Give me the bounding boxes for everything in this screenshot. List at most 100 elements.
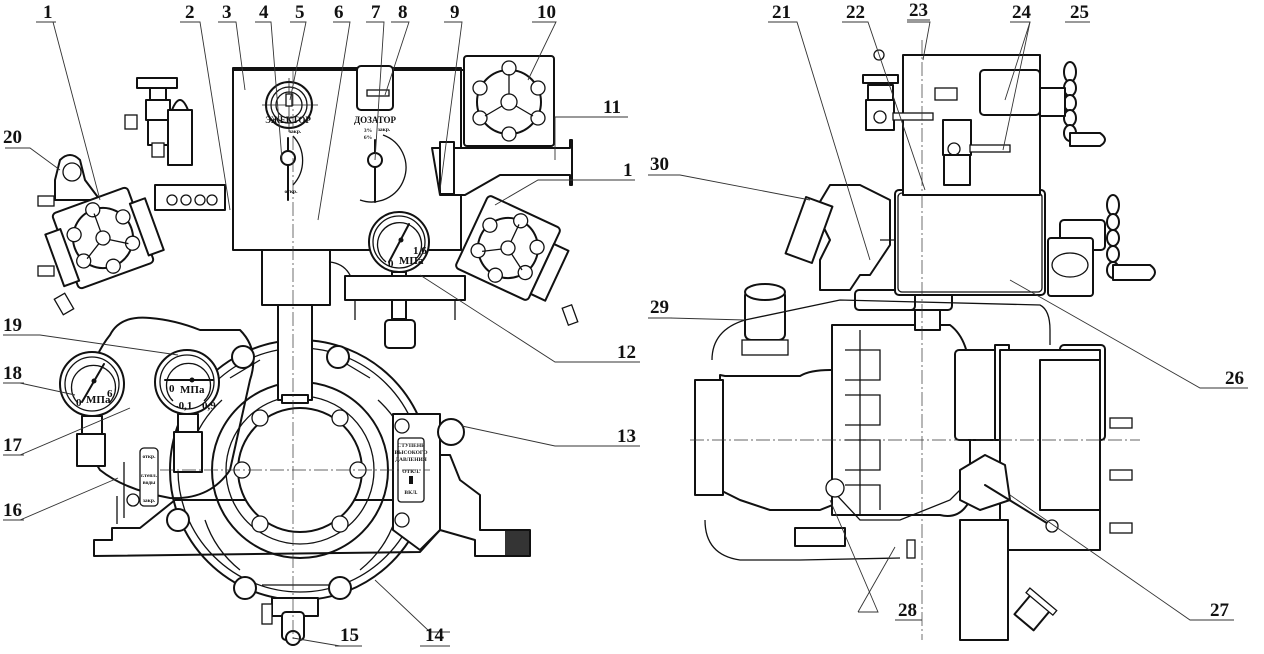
callout-9: 9 (450, 2, 460, 23)
callout-1b: 1 (623, 160, 633, 181)
callout-2: 2 (185, 2, 195, 23)
outlet-pipe (431, 139, 573, 196)
callout-19: 19 (3, 315, 22, 336)
high-gauge-stem (81, 415, 103, 435)
side-drain-valve (1013, 587, 1058, 632)
inlet-gauge-min: -0,1 (175, 400, 192, 412)
side-center-lines (690, 40, 1140, 640)
left-discharge-valve[interactable] (40, 182, 167, 293)
callout-17: 17 (3, 435, 23, 456)
handwheel-hub-upper (1039, 87, 1066, 117)
valve-plate-open: откр. (143, 454, 157, 460)
elbow-30 (814, 184, 891, 291)
callout-5: 5 (295, 2, 305, 23)
right-valve-bolt (561, 303, 579, 327)
high-gauge-max: 6 (107, 388, 113, 400)
end-cover (694, 379, 724, 496)
ejector-indicator (262, 78, 318, 132)
callout-24: 24 (1012, 2, 1032, 23)
lower-handwheel[interactable] (1106, 194, 1156, 281)
callout-3: 3 (222, 2, 232, 23)
valve-23[interactable] (862, 74, 934, 131)
inlet-gauge-fitting (173, 431, 203, 473)
high-stage-line2: ВЫСОКОГО (394, 450, 428, 456)
right-discharge-valve[interactable] (455, 195, 576, 308)
lever-27[interactable] (959, 454, 1059, 533)
valve-plate-mid1: г.тепл. (141, 473, 158, 479)
pipe-loop-lower (704, 519, 901, 561)
distribution-block-26 (894, 189, 1046, 296)
callout-20: 20 (3, 127, 22, 148)
pipe-collar (281, 394, 309, 404)
dosator-6pct-label: 6% (364, 135, 372, 141)
casing-bolts (166, 345, 352, 600)
callout-14: 14 (425, 625, 445, 646)
ejector-closed-label: закр. (289, 129, 302, 135)
callout-7: 7 (371, 2, 381, 23)
flange-bolts (233, 409, 367, 533)
dosator-label: ДОЗАТОР (354, 115, 397, 125)
callout-6: 6 (334, 2, 344, 23)
callout-18: 18 (3, 363, 22, 384)
pipe-flange (439, 141, 455, 195)
callout-12: 12 (617, 342, 636, 363)
callout-16: 16 (3, 500, 22, 521)
base-section-hatch (505, 531, 530, 556)
valve-plate-mid2: воды (143, 480, 156, 486)
drain-handle (261, 603, 273, 625)
high-stage-arrow-icon (409, 476, 413, 484)
high-stage-line3: ДАВЛЕНИЯ (395, 457, 427, 463)
callout-13: 13 (617, 426, 636, 447)
callout-26: 26 (1225, 368, 1244, 389)
pipe-loop-upper (711, 299, 1051, 361)
dosator-3pct-label: 3% (364, 128, 372, 134)
gearbox-cover (1039, 359, 1101, 511)
valve-plate (139, 447, 159, 507)
callout-15: 15 (340, 625, 359, 646)
callout-29: 29 (650, 297, 669, 318)
dosator-lever[interactable] (359, 134, 407, 203)
callout-21: 21 (772, 2, 791, 23)
callout-4: 4 (259, 2, 269, 23)
callout-1a: 1 (43, 2, 53, 23)
inlet-gauge-max: 0,9 (202, 400, 216, 412)
linkage-28 (831, 489, 961, 521)
outlet-pressure-gauge (368, 211, 430, 273)
top-discharge-valve[interactable] (463, 55, 555, 147)
callout-8: 8 (398, 2, 408, 23)
ejector-lever[interactable] (280, 135, 304, 201)
outlet-gauge-min: 0 (388, 258, 394, 270)
high-stage-knob[interactable] (437, 418, 465, 446)
valve-25[interactable] (942, 119, 1011, 186)
callout-23: 23 (909, 0, 928, 21)
inlet-gauge-stem (177, 413, 199, 433)
ejector-label: ЭЖЕКТОР (265, 115, 311, 125)
high-stage-line1: СТУПЕНЬ (397, 443, 425, 449)
high-pressure-gauge (59, 351, 125, 417)
cylinder-24 (979, 69, 1041, 116)
high-gauge-unit: МПа (86, 394, 111, 406)
callout-underlines (3, 19, 1248, 647)
valve-plate-closed: закр. (143, 498, 156, 504)
pressure-switch-base (741, 339, 789, 356)
mounting-studs (1109, 417, 1133, 534)
ejector-open-label: откр. (285, 189, 299, 195)
callout-numbers: 1 2 3 4 5 6 7 8 9 10 11 1 12 13 14 15 16… (3, 0, 1244, 646)
linkage-base (794, 527, 846, 547)
high-gauge-min: 0 (76, 397, 82, 409)
linkage-pivot (825, 478, 845, 498)
high-gauge-fitting (76, 433, 106, 467)
high-stage-off: ОТКЛ. (402, 469, 420, 475)
outlet-gauge-max: 1,6 (413, 245, 427, 257)
center-lines (160, 70, 430, 640)
dosator-slot (366, 89, 390, 97)
upper-handwheel[interactable] (1063, 61, 1106, 147)
elbow-flange-30 (784, 196, 834, 264)
discharge-manifold (344, 275, 466, 301)
fitting-24 (934, 87, 958, 101)
lower-housing (959, 519, 1009, 641)
outlet-gauge-block (384, 319, 416, 349)
callout-10: 10 (537, 2, 556, 23)
valve-plate-lever[interactable] (116, 462, 140, 524)
high-stage-on: ВКЛ. (404, 490, 418, 496)
